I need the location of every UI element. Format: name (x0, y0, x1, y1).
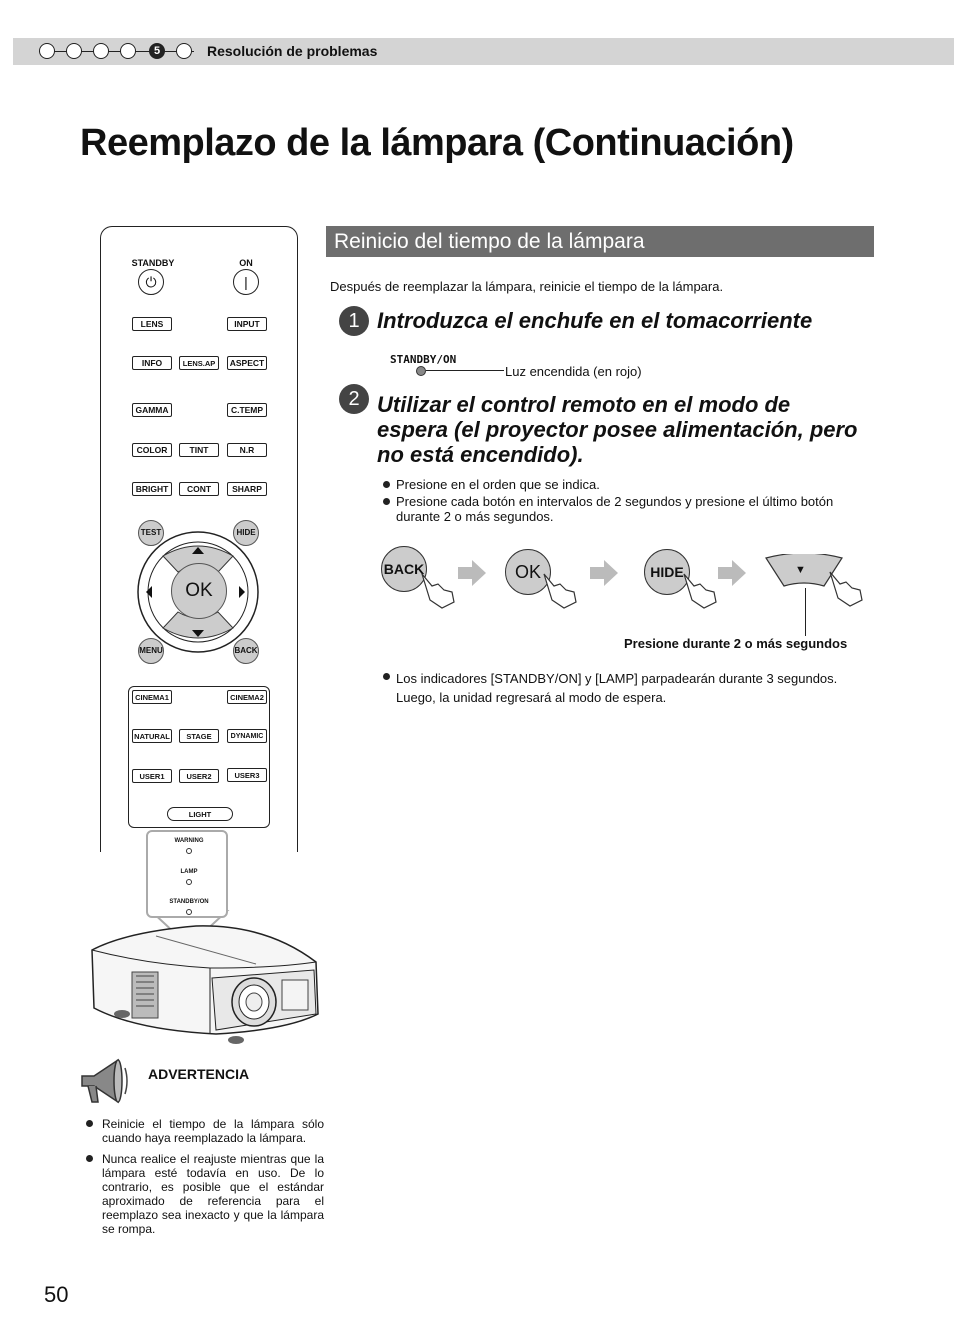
chapter-marker-1 (39, 43, 55, 59)
remote-natural-button: NATURAL (132, 729, 172, 743)
warning-bullet (86, 1120, 93, 1127)
picture-mode-panel (128, 686, 270, 828)
chapter-header-bar: 5 Resolución de problemas (13, 38, 954, 65)
remote-control (100, 226, 298, 852)
chapter-marker-6 (176, 43, 192, 59)
power-icon: ⏻ (138, 269, 164, 295)
warning-item-1: Reinicie el tiempo de la lámpara sólo cu… (102, 1117, 324, 1145)
step-2-heading: Utilizar el control remoto en el modo de… (377, 392, 858, 467)
remote-stage-button: STAGE (179, 729, 219, 743)
remote-on-label: ON (239, 258, 253, 268)
step-1-heading: Introduzca el enchufe en el tomacorrient… (377, 308, 813, 333)
subsection-title: Reinicio del tiempo de la lámpara (326, 226, 874, 257)
indicator-lamp-label: LAMP (180, 869, 198, 875)
bullet (383, 673, 390, 680)
remote-ok-button: OK (171, 563, 227, 619)
standby-led-caption: Luz encendida (en rojo) (505, 364, 642, 379)
chapter-line (39, 51, 194, 52)
remote-cont-button: CONT (179, 482, 219, 496)
remote-tint-button: TINT (179, 443, 219, 457)
remote-user1-button: USER1 (132, 769, 172, 783)
megaphone-icon (81, 1058, 128, 1104)
remote-lens-button: LENS (132, 317, 172, 331)
step-2-after-bullet: Los indicadores [STANDBY/ON] y [LAMP] pa… (396, 671, 838, 705)
remote-cinema2-button: CINEMA2 (227, 690, 267, 704)
sequence-hide-button: HIDE (644, 549, 690, 595)
down-arrow-icon: ▼ (795, 564, 806, 576)
remote-bright-button: BRIGHT (132, 482, 172, 496)
step-1-number: 1 (339, 306, 369, 336)
remote-cinema1-button: CINEMA1 (132, 690, 172, 704)
remote-hide-button: HIDE (233, 520, 259, 546)
intro-text: Después de reemplazar la lámpara, reinic… (330, 279, 724, 294)
remote-info-button: INFO (132, 356, 172, 370)
remote-gamma-button: GAMMA (132, 403, 172, 417)
page-title: Reemplazo de la lámpara (Continuación) (80, 122, 794, 164)
hand-pointer-icon (543, 573, 577, 609)
hand-pointer-icon (421, 573, 455, 609)
standby-indicator-label: STANDBY/ON (390, 353, 457, 366)
hand-pointer-icon (829, 571, 863, 607)
remote-aspect-button: ASPECT (227, 356, 267, 370)
indicator-lamp-led (186, 879, 192, 885)
indicator-panel: WARNING LAMP STANDBY/ON (146, 830, 228, 918)
remote-user3-button: USER3 (227, 768, 267, 782)
remote-light-button: LIGHT (167, 807, 233, 821)
remote-standby-label: STANDBY (131, 258, 175, 268)
remote-user2-button: USER2 (179, 769, 219, 783)
on-icon: | (233, 269, 259, 295)
arrow-right-icon (458, 560, 486, 586)
chapter-marker-3 (93, 43, 109, 59)
warning-bullet (86, 1155, 93, 1162)
step-2-bullet-2: Presione cada botón en intervalos de 2 s… (396, 494, 834, 524)
indicator-standby-label: STANDBY/ON (169, 899, 209, 905)
projector-illustration (91, 925, 319, 1044)
sequence-back-button: BACK (381, 546, 427, 592)
step-2-number: 2 (339, 384, 369, 414)
hold-leader-line (805, 588, 806, 636)
arrow-right-icon (718, 560, 746, 586)
remote-dynamic-button: DYNAMIC (227, 729, 267, 743)
sequence-ok-button: OK (505, 549, 551, 595)
remote-lensap-button: LENS.AP (179, 356, 219, 370)
standby-led (416, 366, 426, 376)
bullet (383, 481, 390, 488)
step-2-bullet-1: Presione en el orden que se indica. (396, 477, 600, 492)
remote-ctemp-button: C.TEMP (227, 403, 267, 417)
sequence-down-button (765, 554, 843, 587)
chapter-marker-2 (66, 43, 82, 59)
chapter-marker-active: 5 (149, 43, 165, 59)
remote-test-button: TEST (138, 520, 164, 546)
page-number: 50 (44, 1282, 69, 1307)
chapter-marker-4 (120, 43, 136, 59)
leader-line (426, 370, 504, 371)
remote-input-button: INPUT (227, 317, 267, 331)
remote-color-button: COLOR (132, 443, 172, 457)
remote-menu-button: MENU (138, 638, 164, 664)
warning-label: ADVERTENCIA (148, 1066, 250, 1082)
bullet (383, 498, 390, 505)
arrow-right-icon (590, 560, 618, 586)
remote-back-button: BACK (233, 638, 259, 664)
hold-caption: Presione durante 2 o más segundos (624, 636, 848, 651)
remote-sharp-button: SHARP (227, 482, 267, 496)
section-name: Resolución de problemas (207, 43, 378, 59)
remote-nr-button: N.R (227, 443, 267, 457)
indicator-warning-label: WARNING (174, 838, 204, 844)
warning-item-2: Nunca realice el reajuste mientras que l… (102, 1152, 324, 1236)
indicator-warning-led (186, 848, 192, 854)
hand-pointer-icon (683, 573, 717, 609)
indicator-standby-led (186, 909, 192, 915)
